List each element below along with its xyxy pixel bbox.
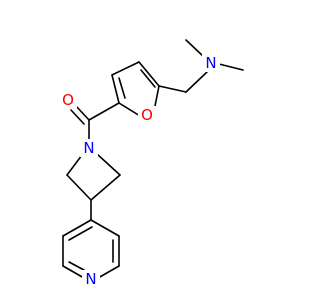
- bond-pyridine-3: [62, 265, 85, 279]
- pyridine-nitrogen-label: N: [85, 270, 96, 288]
- bond-carbonyl-co-2: [70, 109, 85, 125]
- bond-azetidine-c2-c3: [90, 174, 121, 201]
- bond-furan-c2-c3-double: [118, 77, 126, 99]
- azetidine-n-background: [80, 139, 98, 157]
- bond-nme-right: [218, 63, 244, 71]
- bond-carbonyl-c-furan: [88, 102, 120, 121]
- structure-diagram: N O O N N: [59, 39, 244, 288]
- bond-pyridine-6: [90, 219, 120, 237]
- bond-furan-c4-c5: [138, 61, 160, 87]
- bond-nme-left: [185, 39, 205, 58]
- bond-azetidine-c4-n: [66, 154, 83, 176]
- bond-furan-c3-c4: [111, 61, 140, 76]
- carbonyl-oxygen-label: O: [62, 91, 74, 109]
- bond-pyridine-inner-1: [68, 226, 93, 241]
- bond-azetidine-c3-c4: [66, 174, 92, 201]
- bond-azetidine-n-c2: [96, 153, 121, 176]
- azetidine-nitrogen-label: N: [83, 139, 94, 157]
- bond-furan-c5-o: [154, 85, 160, 107]
- bond-furan-c2-c3: [111, 74, 120, 104]
- bond-n-ch2: [185, 71, 208, 93]
- bond-furan-o-c2: [118, 102, 141, 117]
- amine-nitrogen-label: N: [205, 54, 216, 72]
- furan-o-background: [138, 106, 156, 124]
- furan-oxygen-label: O: [141, 106, 153, 124]
- bond-pyridine-1: [62, 219, 92, 237]
- bond-pyridine-inner-2: [68, 261, 85, 271]
- molecule-canvas: N O O N N: [59, 39, 244, 288]
- bond-furan-c4-c5-double: [140, 69, 156, 88]
- bond-carbonyl-co-1: [75, 105, 90, 121]
- amine-n-background: [202, 54, 220, 72]
- pyridine-n-background: [82, 270, 100, 288]
- bond-pyridine-4: [97, 265, 120, 279]
- carbonyl-o-background: [59, 91, 77, 109]
- bond-ch2-furan: [158, 85, 187, 93]
